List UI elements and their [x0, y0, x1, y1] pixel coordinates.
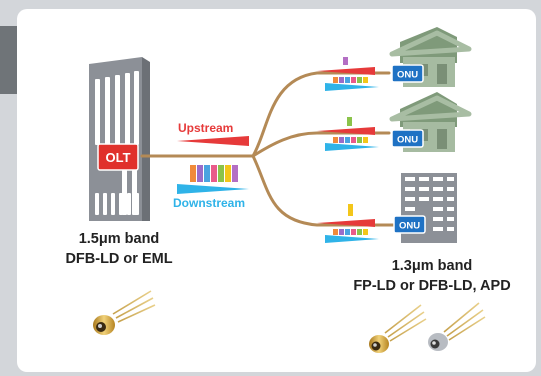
onu-box-1: ONU — [391, 64, 424, 83]
onu-band-devices: FP-LD or DFB-LD, APD — [353, 278, 511, 294]
onu-label-1: ONU — [397, 70, 418, 81]
upstream-arrow-2 — [317, 117, 375, 135]
downstream-arrows — [177, 77, 379, 243]
upstream-label: Upstream — [178, 121, 234, 135]
onu-box-2: ONU — [391, 129, 424, 148]
laser-diode-onu-2 — [428, 302, 486, 351]
downstream-arrow-2 — [325, 137, 379, 151]
downstream-label: Downstream — [173, 196, 246, 210]
downstream-arrow-1 — [325, 77, 379, 91]
olt-band-devices: DFB-LD or EML — [65, 251, 173, 267]
diagram-canvas: OLT ONU ONU ONU — [17, 9, 536, 372]
onu-box-3: ONU — [393, 215, 426, 234]
olt-box: OLT — [97, 143, 139, 171]
downstream-arrow-3 — [325, 229, 379, 243]
side-tab — [0, 26, 17, 94]
upstream-arrow-1 — [317, 57, 375, 75]
olt-label: OLT — [105, 150, 130, 165]
upstream-arrow-3 — [317, 204, 375, 227]
laser-diode-onu-1 — [369, 304, 427, 353]
onu-label-3: ONU — [399, 221, 420, 232]
downstream-arrow-main — [177, 165, 249, 194]
fiber-splitter-tree — [140, 71, 397, 227]
pon-diagram-graphic: OLT ONU ONU ONU — [89, 27, 486, 353]
upstream-arrows — [177, 57, 375, 227]
upstream-arrow-main — [177, 136, 249, 146]
onu-band-title: 1.3μm band — [391, 258, 473, 274]
olt-building — [89, 57, 150, 221]
house-top — [389, 27, 472, 87]
olt-band-title: 1.5μm band — [78, 231, 160, 247]
onu-label-2: ONU — [397, 135, 418, 146]
laser-diode-olt — [93, 290, 156, 335]
